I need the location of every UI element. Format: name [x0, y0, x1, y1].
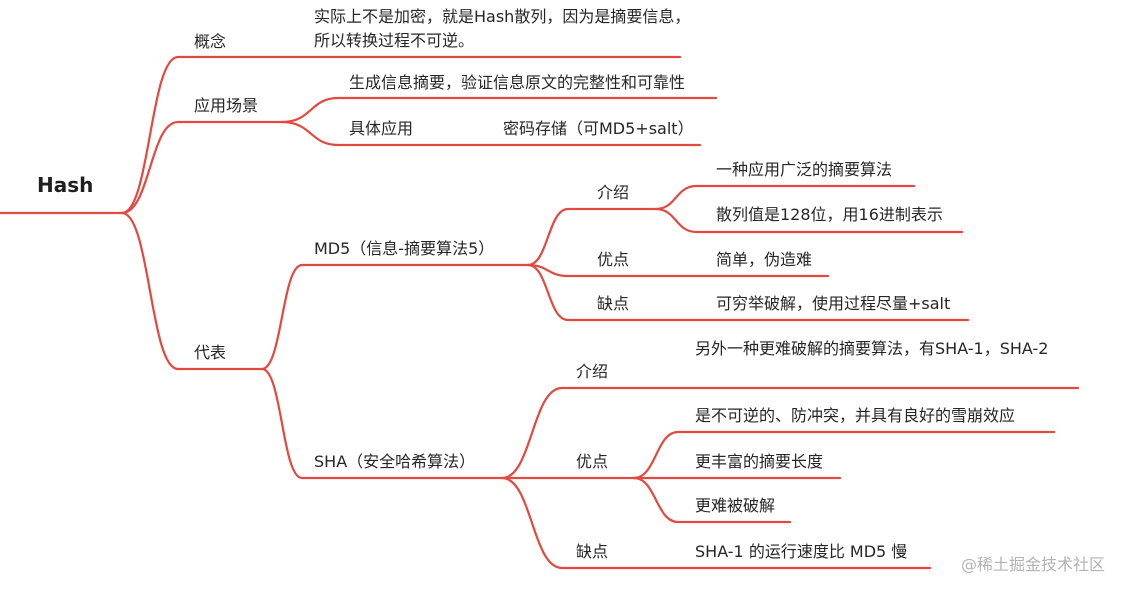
edge-rep-md5: [260, 263, 530, 371]
application-node: 应用场景: [194, 96, 259, 115]
md5-node: MD5（信息-摘要算法5）: [314, 239, 495, 258]
md5-pros-value: 简单，伪造难: [716, 250, 813, 269]
md5-cons-label: 缺点: [597, 294, 630, 313]
edge-root-concept: [120, 55, 180, 215]
md5-intro-item-1: 一种应用广泛的摘要算法: [716, 160, 893, 179]
edge-app-summary: [280, 96, 718, 124]
edge-sha-pros-1: [632, 430, 1056, 480]
application-specific-label: 具体应用: [349, 119, 414, 138]
sha-pros-label: 优点: [576, 452, 609, 471]
sha-pros-item-1: 是不可逆的、防冲突，并具有良好的雪崩效应: [695, 406, 1016, 425]
edge-rep-sha: [260, 367, 504, 480]
md5-cons-value: 可穷举破解，使用过程尽量+salt: [716, 294, 951, 313]
sha-node: SHA（安全哈希算法）: [314, 452, 476, 471]
md5-intro-item-2: 散列值是128位，用16进制表示: [716, 205, 943, 224]
md5-pros-label: 优点: [597, 250, 630, 269]
sha-cons-value: SHA-1 的运行速度比 MD5 慢: [695, 542, 908, 561]
watermark: @稀土掘金技术社区: [960, 555, 1105, 574]
edge-sha-cons: [500, 476, 932, 570]
edge-sha-intro: [500, 386, 1080, 480]
edge-md5-intro: [526, 207, 658, 267]
md5-intro-label: 介绍: [597, 183, 630, 202]
representative-node: 代表: [194, 343, 227, 362]
sha-intro-label: 介绍: [576, 362, 609, 381]
edge-md5-intro-2: [654, 207, 964, 234]
edge-app-specific: [280, 120, 702, 147]
sha-pros-item-2: 更丰富的摘要长度: [695, 452, 824, 471]
edge-sha-pros-3: [632, 476, 792, 524]
application-summary: 生成信息摘要，验证信息原文的完整性和可靠性: [349, 73, 686, 92]
sha-pros-item-3: 更难被破解: [695, 496, 776, 515]
edge-root-application: [120, 120, 180, 215]
application-specific-value: 密码存储（可MD5+salt）: [503, 119, 694, 138]
concept-node: 概念: [194, 32, 227, 51]
sha-cons-label: 缺点: [576, 542, 609, 561]
edge-md5-cons: [526, 263, 702, 322]
edge-root-representative: [120, 211, 180, 371]
concept-text: 实际上不是加密，就是Hash散列，因为是摘要信息，所以转换过程不可逆。: [314, 7, 691, 50]
root-node: Hash: [37, 173, 94, 197]
edge-md5-intro-1: [654, 184, 916, 211]
sha-intro-value: 另外一种更难破解的摘要算法，有SHA-1，SHA-2: [695, 339, 1049, 358]
